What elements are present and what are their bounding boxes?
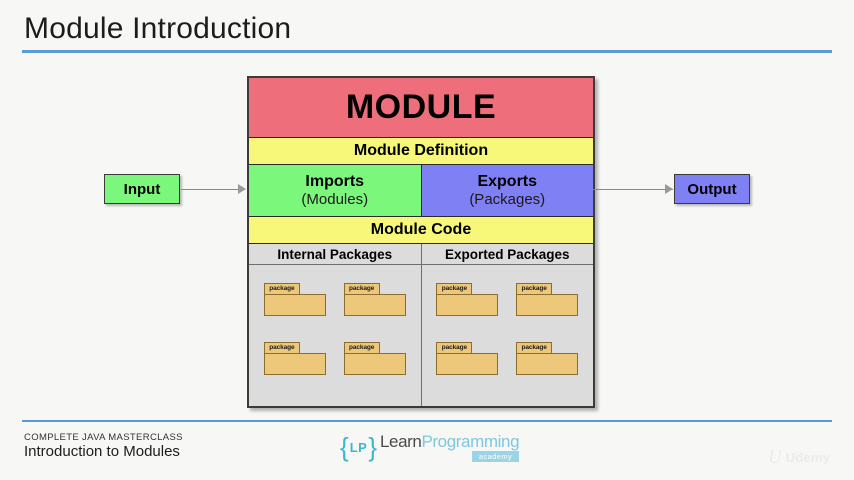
module-definition-band: Module Definition <box>249 138 593 165</box>
internal-packages-header: Internal Packages <box>249 244 422 264</box>
module-container: MODULE Module Definition Imports (Module… <box>247 76 595 408</box>
package-icon: package <box>436 283 499 316</box>
package-tab-label: package <box>263 342 300 353</box>
exports-title: Exports <box>477 173 538 190</box>
output-connector-line <box>593 189 673 190</box>
package-tab-label: package <box>343 283 380 294</box>
package-icon: package <box>516 342 579 375</box>
imports-subtitle: (Modules) <box>301 191 369 208</box>
package-body <box>343 294 406 316</box>
package-tab-label: package <box>343 342 380 353</box>
lp-word-academy: academy <box>471 450 520 462</box>
exports-subtitle: (Packages) <box>469 191 546 208</box>
udemy-mark-icon: U <box>768 447 782 468</box>
packages-body: package package package package <box>249 265 593 406</box>
package-icon: package <box>516 283 579 316</box>
lp-wordmark-main: LearnProgramming <box>380 431 520 451</box>
exported-packages-header: Exported Packages <box>444 246 570 262</box>
lp-monogram: LP <box>349 439 368 455</box>
package-body <box>436 294 499 316</box>
input-arrow-icon <box>238 184 246 194</box>
internal-packages-column: package package package package <box>249 265 422 406</box>
package-tab-label: package <box>436 342 473 353</box>
output-box: Output <box>674 174 750 204</box>
package-tab-label: package <box>516 283 553 294</box>
package-body <box>516 353 579 375</box>
module-code-band: Module Code <box>249 217 593 244</box>
output-label: Output <box>687 180 737 198</box>
input-label: Input <box>123 180 161 198</box>
page-title: Module Introduction <box>24 12 292 45</box>
udemy-wordmark: Udemy <box>785 450 831 465</box>
package-tab-label: package <box>516 342 553 353</box>
package-icon: package <box>263 283 326 316</box>
footer-divider <box>22 420 832 422</box>
package-tab-label: package <box>436 283 473 294</box>
package-headers-row: Internal Packages Exported Packages <box>249 244 593 265</box>
package-tab-label: package <box>263 283 300 294</box>
input-connector-line <box>181 189 245 190</box>
package-body <box>263 294 326 316</box>
imports-exports-row: Imports (Modules) Exports (Packages) <box>249 165 593 217</box>
package-body <box>516 294 579 316</box>
brace-left-icon: { <box>340 432 349 462</box>
lp-wordmark: LearnProgramming academy <box>380 431 520 462</box>
learnprogramming-logo: { LP } LearnProgramming academy <box>340 431 520 462</box>
package-icon: package <box>343 342 406 375</box>
module-diagram: Input MODULE Module Definition Imports (… <box>104 76 750 408</box>
internal-package-grid: package package package package <box>249 283 421 375</box>
imports-cell: Imports (Modules) <box>249 165 422 216</box>
exported-package-grid: package package package package <box>422 283 594 375</box>
package-icon: package <box>263 342 326 375</box>
package-icon: package <box>343 283 406 316</box>
lp-word-learn: Learn <box>380 431 422 451</box>
imports-title: Imports <box>305 173 365 190</box>
udemy-logo: U Udemy <box>768 448 830 467</box>
title-divider <box>22 50 832 53</box>
package-body <box>436 353 499 375</box>
output-arrow-icon <box>665 184 673 194</box>
package-body <box>343 353 406 375</box>
exports-cell: Exports (Packages) <box>421 165 593 216</box>
package-body <box>263 353 326 375</box>
package-icon: package <box>436 342 499 375</box>
footer-lesson-name: Introduction to Modules <box>24 443 180 460</box>
input-box: Input <box>104 174 180 204</box>
brace-right-icon: } <box>368 432 377 462</box>
lp-word-programming: Programming <box>421 431 520 451</box>
module-header: MODULE <box>249 78 593 138</box>
exported-packages-column: package package package package <box>422 265 594 406</box>
footer-course-name: COMPLETE JAVA MASTERCLASS <box>24 432 183 443</box>
